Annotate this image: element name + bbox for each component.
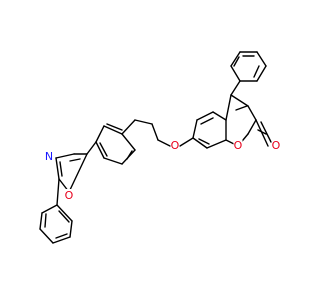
bond-25	[206, 139, 227, 149]
ether-oxygen: O	[170, 139, 180, 152]
bond-1	[256, 51, 267, 67]
bond-34	[95, 125, 105, 143]
bond-54	[52, 236, 71, 244]
bond-30	[151, 123, 159, 141]
bond-5	[230, 51, 241, 67]
bond-20	[260, 121, 272, 143]
bond-44	[55, 153, 75, 159]
bond-48	[69, 158, 81, 162]
bond-9	[230, 80, 241, 96]
bond-53	[39, 228, 54, 244]
bond-4	[230, 65, 241, 82]
bond-28	[179, 137, 194, 147]
bond-50	[56, 178, 60, 206]
bond-55	[69, 220, 73, 238]
bond-33	[103, 125, 123, 135]
bond-39	[106, 123, 123, 131]
bond-49	[59, 161, 63, 177]
bond-59	[58, 210, 70, 223]
bond-32	[121, 119, 136, 135]
bond-8	[233, 56, 240, 67]
bond-2	[256, 65, 267, 82]
bond-11	[247, 105, 257, 121]
bond-41	[126, 150, 133, 160]
bond-26	[200, 117, 214, 125]
ether-oxygen-label: O	[171, 139, 180, 152]
oxazole-nitrogen: N	[44, 150, 54, 163]
bond-12	[247, 119, 257, 135]
ring-oxygen-label: O	[234, 139, 243, 152]
bond-17	[235, 105, 248, 111]
bond-38	[121, 133, 136, 151]
bond-40	[99, 142, 108, 157]
bond-47	[68, 153, 88, 193]
bond-58	[55, 233, 68, 239]
bond-24	[192, 137, 208, 149]
carbonyl-oxygen-label: O	[272, 139, 281, 152]
bond-27	[198, 138, 210, 145]
molecule-structure: O O O O N	[39, 51, 281, 244]
bond-51	[41, 204, 58, 214]
bond-31	[134, 119, 153, 125]
bond-19	[255, 119, 269, 147]
ring-oxygen: O	[233, 139, 243, 152]
oxazole-oxygen: O	[64, 189, 74, 202]
bond-36	[103, 157, 123, 165]
bond-7	[253, 65, 260, 78]
atom-label-layer: O O O O N	[44, 139, 281, 202]
bond-16	[225, 94, 232, 121]
bond-10	[230, 94, 249, 107]
bond-29	[157, 139, 171, 147]
oxazole-oxygen-label: O	[65, 189, 74, 202]
bond-52	[39, 212, 43, 230]
bond-21	[212, 111, 227, 121]
bond-22	[196, 111, 214, 121]
bond-57	[44, 213, 47, 228]
oxazole-nitrogen-label: N	[45, 150, 53, 163]
bond-42	[86, 141, 97, 155]
bond-23	[192, 119, 198, 139]
bond-45	[55, 157, 60, 180]
carbonyl-oxygen: O	[271, 139, 281, 152]
bond-35	[95, 141, 105, 159]
bond-56	[56, 204, 73, 222]
